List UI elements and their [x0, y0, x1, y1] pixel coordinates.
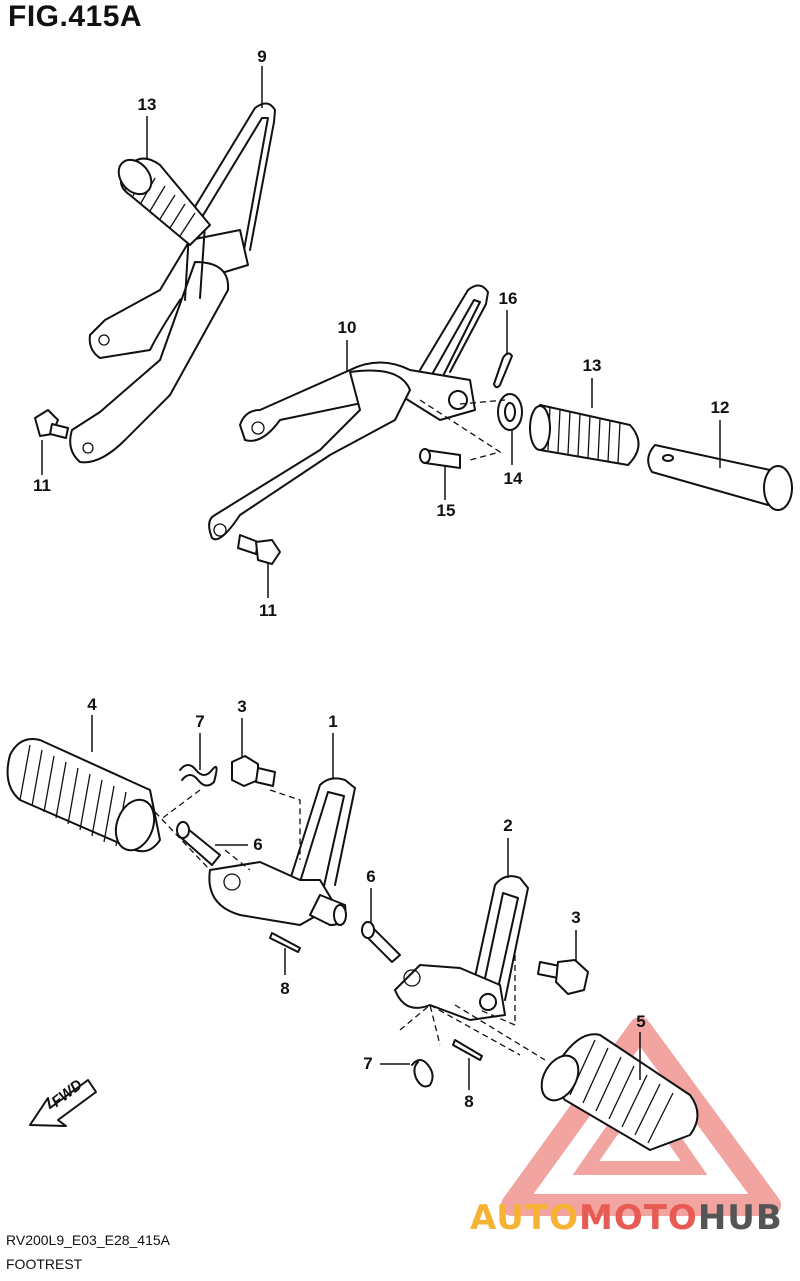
rider-grip-4	[6, 738, 161, 853]
callout-6a: 6	[253, 835, 263, 854]
callout-7a: 7	[195, 712, 205, 731]
callout-4: 4	[87, 695, 97, 714]
callout-11a: 11	[33, 476, 51, 495]
bolt-11a	[34, 409, 69, 439]
fwd-arrow-icon	[29, 1079, 97, 1127]
callout-11b: 11	[259, 601, 277, 620]
callout-3a: 3	[237, 697, 247, 716]
watermark-moto: MOTO	[578, 1198, 698, 1238]
watermark-hub: HUB	[697, 1198, 783, 1238]
pin-6a	[176, 821, 221, 866]
callout-16: 16	[498, 289, 518, 308]
callout-12: 12	[710, 398, 730, 417]
pin-6b	[361, 921, 401, 963]
bolt-11b	[237, 534, 281, 565]
footrest-grip-13a	[117, 157, 211, 246]
callout-2: 2	[503, 816, 513, 835]
guide-lines-top	[419, 399, 506, 461]
callout-8a: 8	[280, 979, 290, 998]
figure-caption: FOOTREST	[6, 1256, 83, 1272]
footrest-grip-13b	[529, 404, 640, 466]
pin-15	[419, 448, 461, 469]
callout-13a: 13	[137, 95, 157, 114]
passenger-bracket-left	[69, 102, 276, 464]
bolt-3b	[537, 959, 589, 995]
cotter-pin-8b	[452, 1039, 483, 1061]
leader-lines	[41, 66, 721, 1090]
pin-12	[647, 444, 793, 511]
callout-8b: 8	[464, 1092, 474, 1111]
cotter-pin-8a	[269, 932, 301, 953]
callout-15: 15	[436, 501, 456, 520]
callout-9: 9	[257, 47, 267, 66]
callout-6b: 6	[366, 867, 376, 886]
passenger-bracket-right	[208, 284, 489, 541]
figure-title: FIG.415A	[8, 0, 143, 33]
callout-1: 1	[328, 712, 338, 731]
spring-7b	[411, 1059, 434, 1088]
watermark-auto: AUTO	[470, 1198, 579, 1238]
callout-7b: 7	[363, 1054, 373, 1073]
callout-10: 10	[337, 318, 357, 337]
bolt-3a	[231, 755, 276, 787]
rider-grip-5	[540, 1033, 699, 1151]
callout-14: 14	[503, 469, 523, 488]
spring-7a	[179, 764, 218, 787]
cotter-pin-16	[493, 352, 513, 389]
callout-5: 5	[636, 1012, 646, 1031]
guide-lines-right	[399, 955, 546, 1061]
watermark-text: AUTOMOTOHUB	[470, 1198, 783, 1238]
washer-14	[497, 393, 523, 431]
drawing-code: RV200L9_E03_E28_415A	[6, 1232, 171, 1248]
callout-3b: 3	[571, 908, 581, 927]
guide-lines-left	[154, 789, 301, 871]
rider-bracket-2	[394, 875, 529, 1021]
rider-bracket-1	[208, 777, 356, 926]
callout-13b: 13	[582, 356, 602, 375]
